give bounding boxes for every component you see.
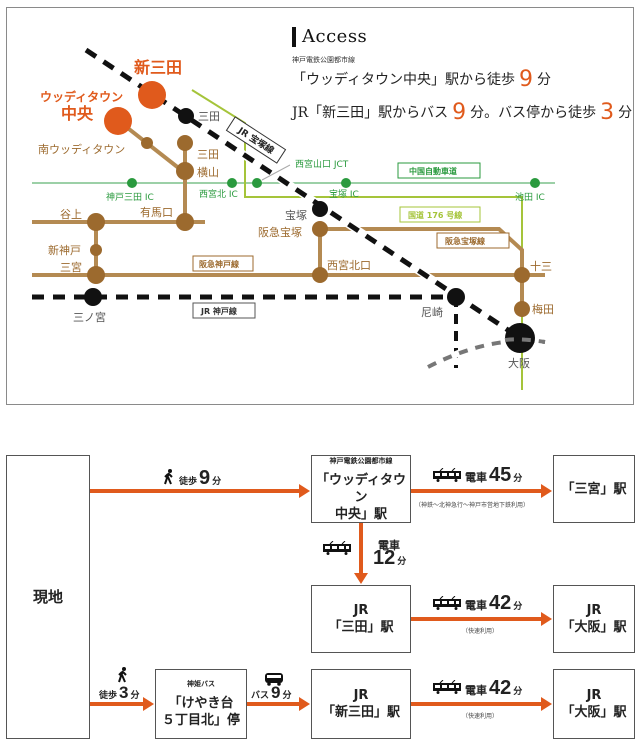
svg-text:JR 神戸線: JR 神戸線: [200, 306, 237, 316]
svg-text:有馬口: 有馬口: [140, 205, 173, 219]
arrow-walk-9: [90, 484, 310, 498]
svg-text:阪急神戸線: 阪急神戸線: [199, 259, 239, 269]
ic-dot: [227, 178, 237, 188]
svg-text:宝塚 IC: 宝塚 IC: [329, 188, 359, 200]
train-icon: [433, 468, 461, 482]
shinsanda-station-box: JR 「新三田」駅: [311, 669, 411, 739]
origin-box: 現地: [6, 455, 90, 739]
arrow-walk-3: [90, 697, 154, 711]
arrow-train-45: [411, 484, 552, 498]
woody-town-station-box: 神戸電鉄公園都市線 「ウッディタウン 中央」駅: [311, 455, 411, 523]
walking-person-icon: [164, 469, 173, 485]
arrow-train-42-a: [411, 612, 552, 626]
keyakidai-bus-stop-box: 神姫バス 「けやき台 ５丁目北」停: [155, 669, 247, 739]
svg-text:西宮山口 JCT: 西宮山口 JCT: [295, 158, 349, 170]
arrow-bus-9: [247, 697, 310, 711]
svg-text:中央: 中央: [61, 104, 94, 123]
station-shinsanda: [138, 81, 166, 109]
ic-dot: [530, 178, 540, 188]
svg-text:阪急宝塚: 阪急宝塚: [258, 225, 302, 239]
note-train-42-b: （快速利用）: [462, 713, 499, 720]
svg-text:池田 IC: 池田 IC: [515, 191, 545, 203]
svg-text:神戸三田 IC: 神戸三田 IC: [106, 191, 154, 203]
station-sanda: [178, 108, 194, 124]
train-icon: [433, 596, 461, 610]
svg-text:大阪: 大阪: [508, 356, 530, 370]
station-woody-town: [104, 107, 132, 135]
train-icon: [433, 680, 461, 694]
svg-text:尼崎: 尼崎: [421, 305, 443, 319]
svg-text:ウッディタウン: ウッディタウン: [40, 89, 123, 104]
svg-text:新神戸: 新神戸: [48, 243, 81, 257]
sannomiya-station-box: 「三宮」駅: [553, 455, 635, 523]
svg-text:中国自動車道: 中国自動車道: [409, 166, 457, 176]
leg-train-12-kind: 電車: [378, 539, 400, 552]
access-line-name: 神戸電鉄公園都市線: [292, 56, 355, 64]
train-icon: [323, 541, 351, 555]
svg-text:国道 176 号線: 国道 176 号線: [408, 210, 462, 220]
arrow-train-12: [354, 523, 368, 584]
station-osaka: [505, 323, 535, 353]
walking-person-icon: [118, 667, 127, 683]
note-train-45: （神鉄～北神急行～神戸市営地下鉄利用）: [415, 502, 530, 509]
sanda-station-box: JR 「三田」駅: [311, 585, 411, 653]
svg-text:西宮北口: 西宮北口: [327, 258, 371, 272]
svg-text:南ウッディタウン: 南ウッディタウン: [38, 142, 125, 156]
svg-text:三田: 三田: [198, 110, 220, 123]
bus-icon: [265, 673, 283, 686]
ic-dot: [127, 178, 137, 188]
svg-text:谷上: 谷上: [60, 208, 82, 221]
svg-text:十三: 十三: [530, 259, 552, 273]
svg-text:三ノ宮: 三ノ宮: [73, 310, 106, 324]
svg-text:横山: 横山: [197, 165, 219, 179]
note-train-42-a: （快速利用）: [462, 628, 499, 635]
route-map-graphic: 新三田 ウッディタウン 中央 三田 南ウッディタウン 三田 横山 有馬口 谷上 …: [32, 46, 555, 390]
svg-text:梅田: 梅田: [532, 302, 554, 316]
osaka-station-box-1: JR 「大阪」駅: [553, 585, 635, 653]
osaka-station-box-2: JR 「大阪」駅: [553, 669, 635, 739]
ic-dot: [341, 178, 351, 188]
access-title: Access: [292, 27, 632, 47]
arrow-train-42-b: [411, 697, 552, 711]
ic-dot: [252, 178, 262, 188]
svg-text:西宮北 IC: 西宮北 IC: [199, 188, 238, 200]
svg-text:三宮: 三宮: [60, 260, 82, 274]
svg-text:宝塚: 宝塚: [285, 208, 307, 222]
svg-text:阪急宝塚線: 阪急宝塚線: [445, 236, 485, 246]
svg-text:新三田: 新三田: [134, 58, 182, 77]
svg-text:三田: 三田: [197, 148, 219, 161]
